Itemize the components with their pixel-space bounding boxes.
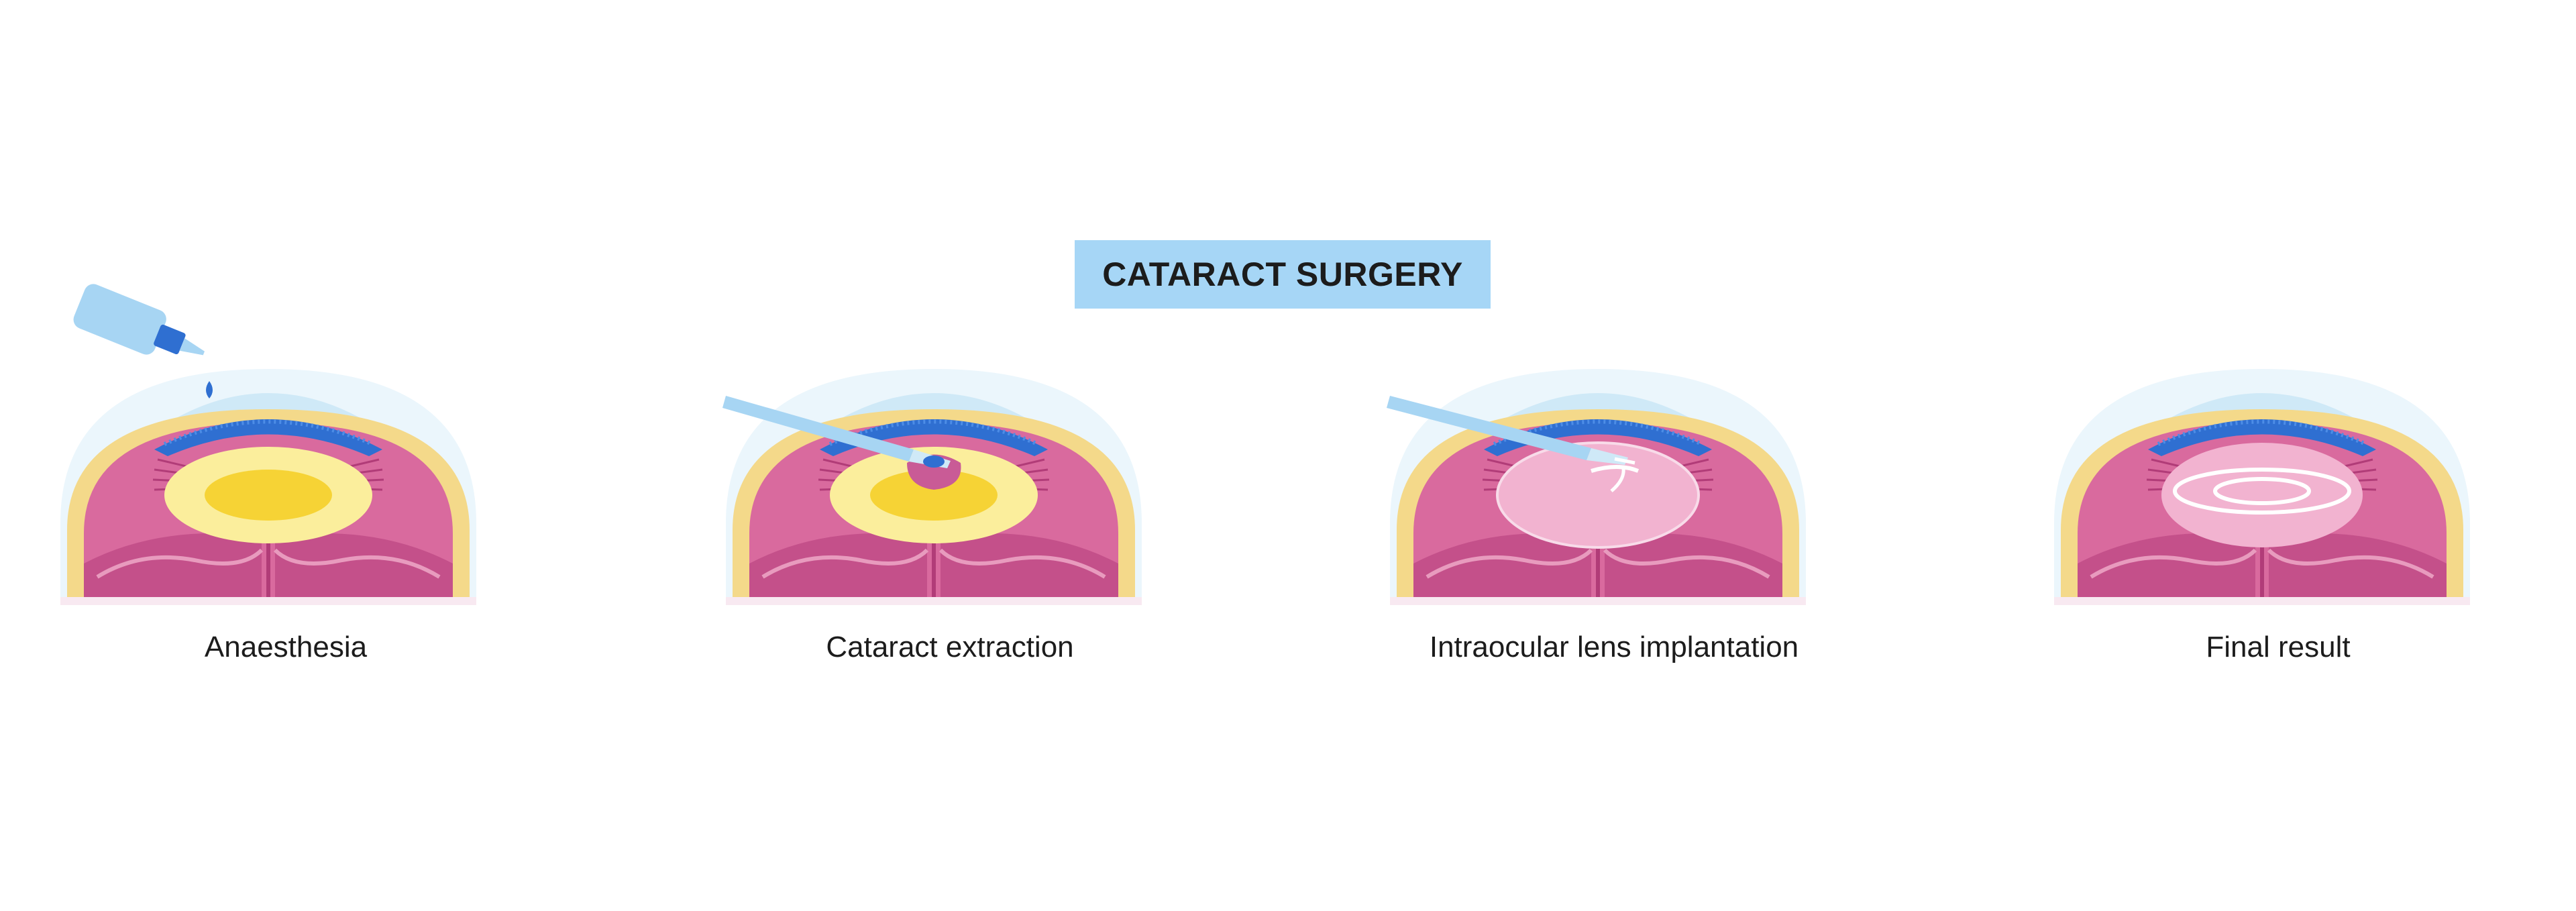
step-caption-final-result: Final result — [2206, 631, 2351, 663]
eye-drop-bottle-icon — [73, 284, 213, 398]
diagram-title-box: CATARACT SURGERY — [1075, 240, 1491, 309]
surgical-probe-icon — [722, 396, 951, 468]
diagram-title: CATARACT SURGERY — [1102, 256, 1463, 293]
step-final-result-illustration — [2034, 295, 2490, 624]
lens-injector-icon — [1387, 396, 1635, 465]
step-caption-cataract-extraction: Cataract extraction — [826, 631, 1074, 663]
step-lens-implantation-illustration — [1370, 295, 1826, 624]
step-anaesthesia-illustration — [40, 284, 496, 624]
implanted-lens-icon — [2173, 468, 2351, 515]
step-caption-anaesthesia: Anaesthesia — [204, 631, 368, 663]
step-cataract-extraction-illustration — [706, 295, 1162, 624]
step-caption-lens-implantation: Intraocular lens implantation — [1429, 631, 1799, 663]
